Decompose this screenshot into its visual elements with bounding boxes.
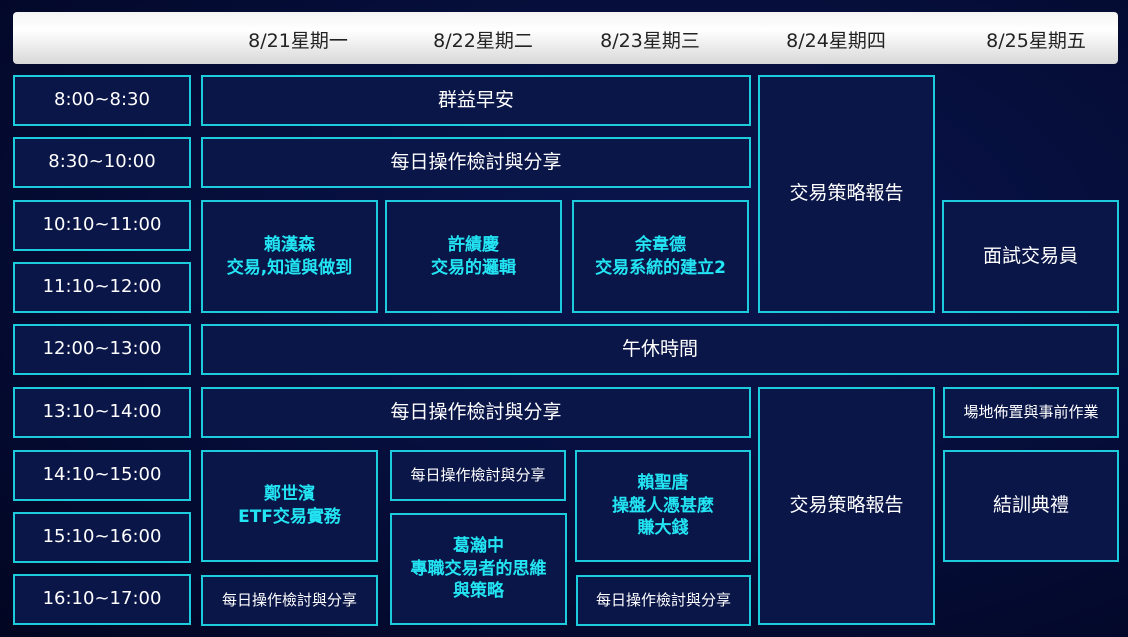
time-slot: 10:10~11:00 — [13, 200, 191, 251]
event-daily-review: 每日操作檢討與分享 — [390, 450, 566, 501]
speaker-name: 許績慶 — [448, 234, 499, 255]
event-lecture-yu: 余韋德 交易系統的建立2 — [572, 200, 749, 313]
time-slot: 11:10~12:00 — [13, 262, 191, 313]
speaker-name: 鄭世濱 — [264, 484, 315, 505]
event-lecture-lai: 賴漢森 交易,知道與做到 — [201, 200, 378, 313]
event-morning: 群益早安 — [201, 75, 751, 126]
day-header-bar: 8/21星期一 8/22星期二 8/23星期三 8/24星期四 8/25星期五 — [13, 12, 1118, 64]
event-graduation: 結訓典禮 — [943, 450, 1119, 562]
event-daily-review: 每日操作檢討與分享 — [201, 137, 751, 188]
day-header-fri: 8/25星期五 — [986, 30, 1086, 52]
event-daily-review: 每日操作檢討與分享 — [576, 575, 751, 626]
day-header-thu: 8/24星期四 — [786, 30, 886, 52]
time-slot: 8:30~10:00 — [13, 137, 191, 188]
lecture-title: 賺大錢 — [637, 518, 689, 539]
event-lecture-cheng: 鄭世濱 ETF交易實務 — [201, 450, 378, 562]
lecture-title: 與策略 — [453, 581, 504, 602]
event-venue-setup: 場地佈置與事前作業 — [943, 387, 1119, 438]
lecture-title: ETF交易實務 — [238, 507, 341, 527]
time-slot: 16:10~17:00 — [13, 574, 191, 625]
lecture-title: 交易,知道與做到 — [226, 257, 353, 278]
event-lunch: 午休時間 — [201, 324, 1119, 375]
day-header-tue: 8/22星期二 — [433, 30, 533, 52]
speaker-name: 賴聖唐 — [637, 472, 689, 493]
event-daily-review: 每日操作檢討與分享 — [201, 575, 378, 626]
event-lecture-hsu: 許績慶 交易的邏輯 — [385, 200, 562, 313]
event-strategy-report: 交易策略報告 — [758, 75, 935, 313]
event-lecture-laisheng: 賴聖唐 操盤人憑甚麼 賺大錢 — [575, 450, 751, 562]
event-daily-review: 每日操作檢討與分享 — [201, 387, 751, 438]
speaker-name: 賴漢森 — [264, 234, 315, 255]
lecture-title: 專職交易者的思維 — [410, 558, 547, 579]
lecture-title: 交易系統的建立2 — [595, 257, 726, 278]
time-slot: 14:10~15:00 — [13, 450, 191, 501]
speaker-name: 余韋德 — [635, 234, 686, 255]
event-strategy-report: 交易策略報告 — [758, 387, 935, 625]
time-slot: 13:10~14:00 — [13, 387, 191, 438]
event-lecture-ge: 葛瀚中 專職交易者的思維 與策略 — [390, 513, 567, 625]
day-header-wed: 8/23星期三 — [600, 30, 700, 52]
day-header-mon: 8/21星期一 — [248, 30, 348, 52]
speaker-name: 葛瀚中 — [453, 535, 504, 556]
time-slot: 8:00~8:30 — [13, 75, 191, 126]
lecture-title: 操盤人憑甚麼 — [612, 495, 714, 516]
time-slot: 12:00~13:00 — [13, 324, 191, 375]
event-interview: 面試交易員 — [942, 200, 1119, 313]
lecture-title: 交易的邏輯 — [431, 257, 516, 278]
time-slot: 15:10~16:00 — [13, 512, 191, 563]
